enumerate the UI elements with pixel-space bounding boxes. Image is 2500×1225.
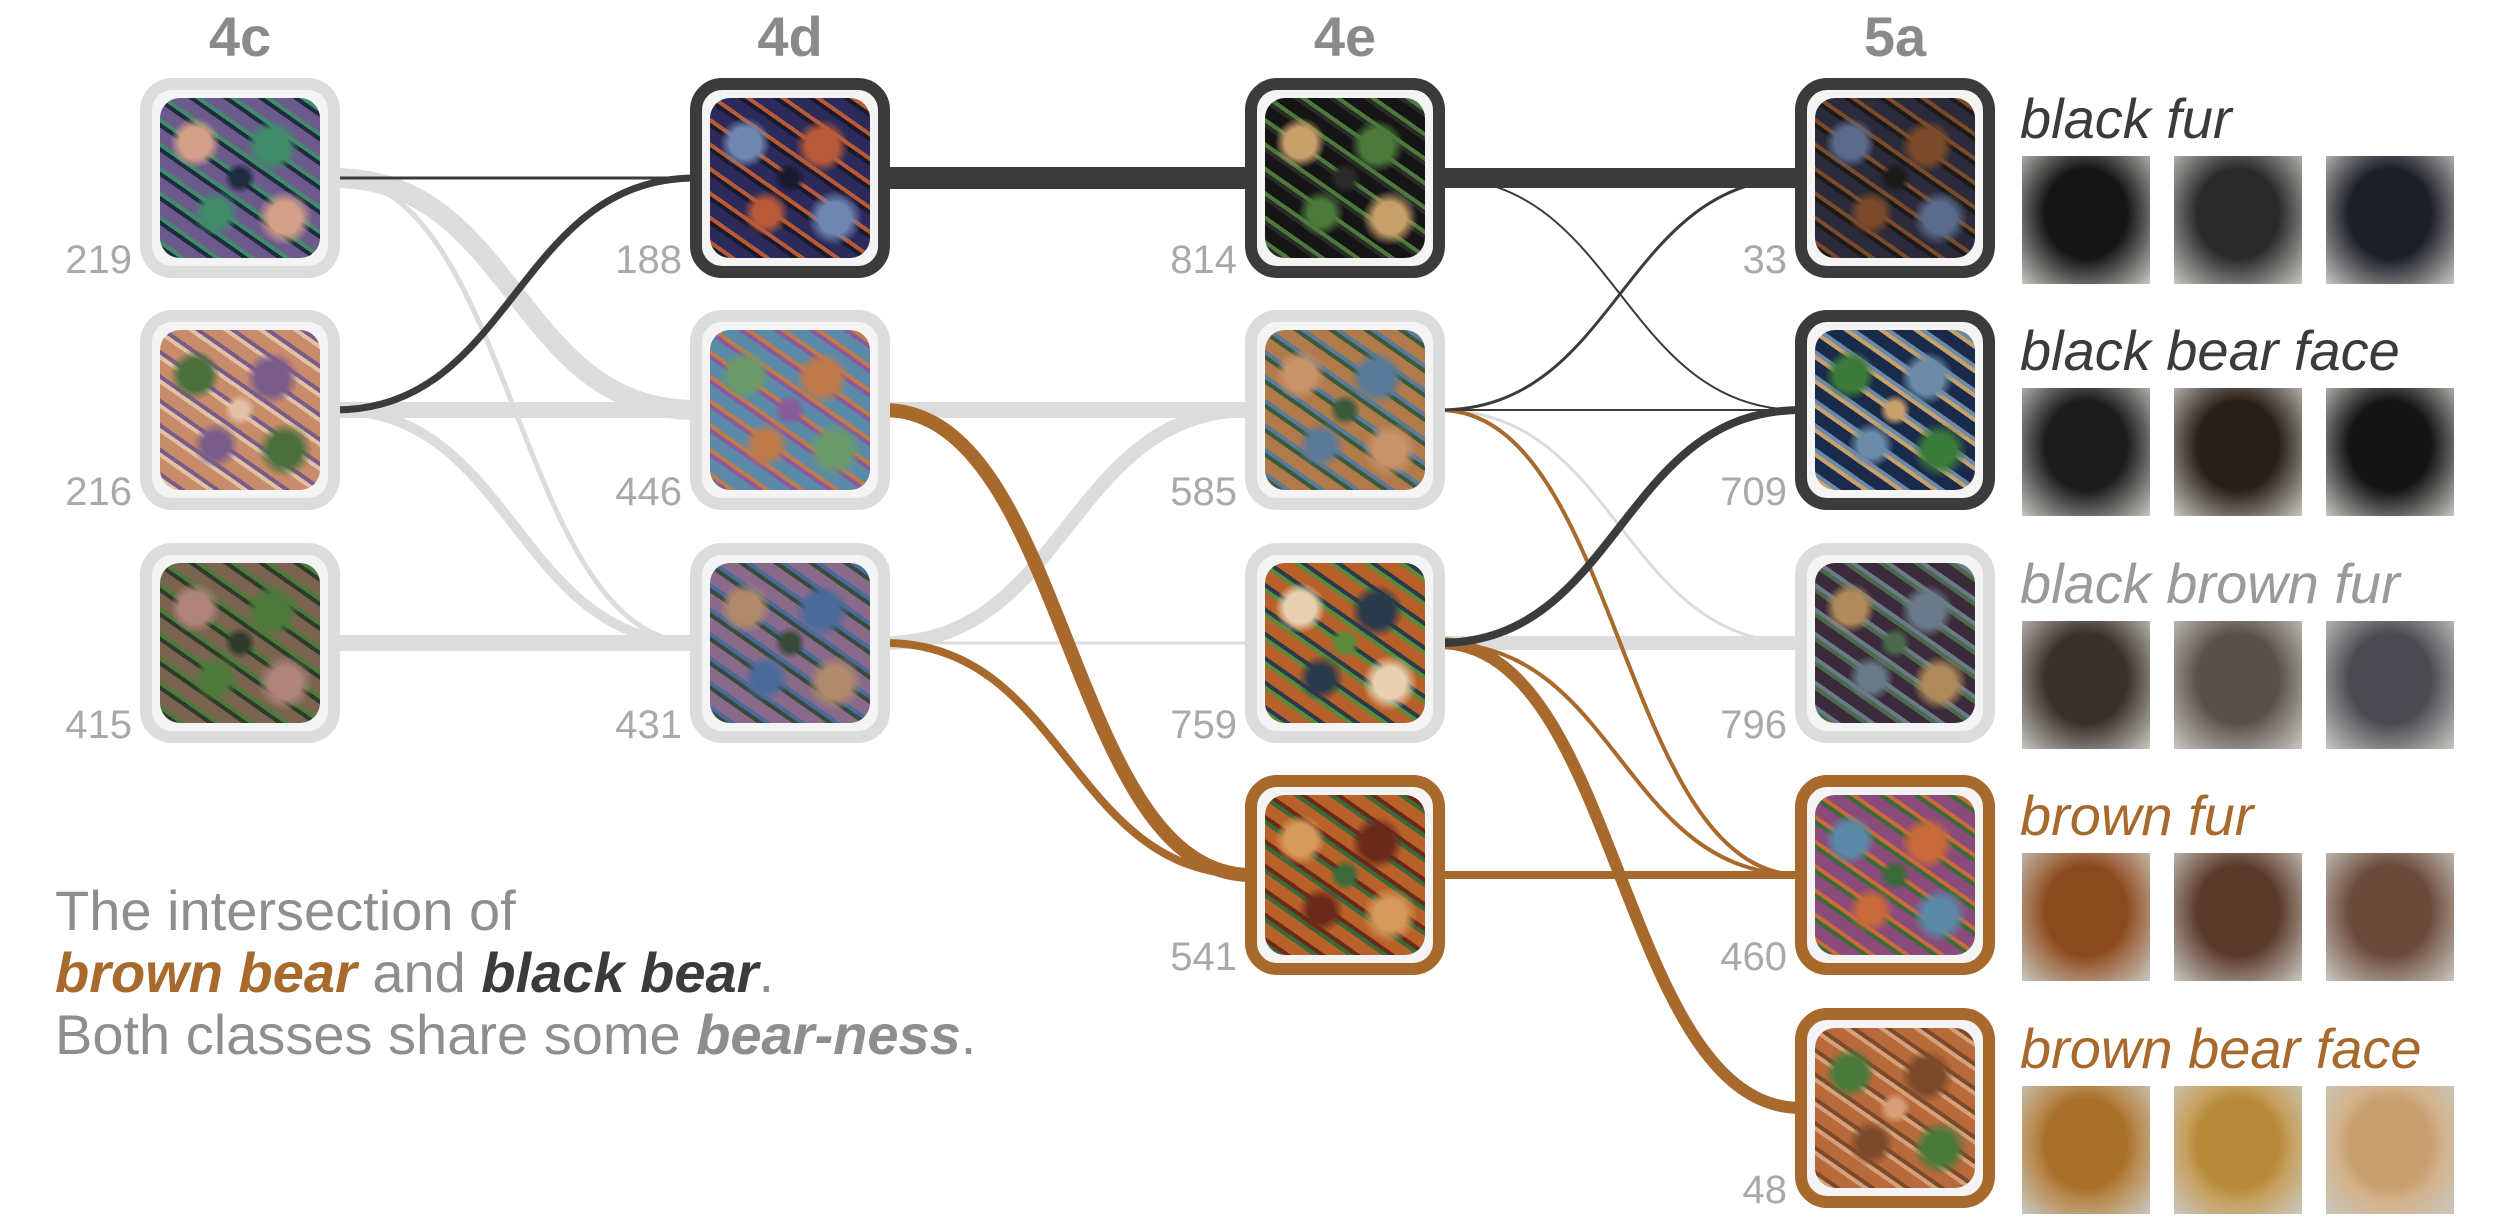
- neuron-node-219[interactable]: [140, 78, 340, 278]
- layer-title-5a: 5a: [1863, 5, 1927, 68]
- example-image-thumbnail[interactable]: [2022, 388, 2150, 516]
- example-image-thumbnail[interactable]: [2326, 156, 2454, 284]
- example-image-thumbnail[interactable]: [2174, 388, 2302, 516]
- feature-visualization: [710, 98, 870, 258]
- neuron-id-label: 709: [1720, 470, 1787, 514]
- caption-line-2: brown bear and black bear.: [55, 942, 976, 1004]
- concept-label-1: black bear face: [2020, 319, 2400, 382]
- neuron-node-585[interactable]: [1245, 310, 1445, 510]
- neuron-id-label: 446: [615, 470, 682, 514]
- caption-and: and: [356, 941, 482, 1004]
- caption-black-bear: black bear: [481, 941, 759, 1004]
- example-image-thumbnail[interactable]: [2022, 853, 2150, 981]
- feature-visualization: [710, 330, 870, 490]
- feature-visualization: [1265, 563, 1425, 723]
- caption-line-3: Both classes share some bear-ness.: [55, 1004, 976, 1066]
- example-image-thumbnail[interactable]: [2022, 156, 2150, 284]
- edge-e759-a460: [1438, 641, 1802, 877]
- edge-d431-e541: [883, 639, 1252, 879]
- neuron-id-label: 541: [1170, 935, 1237, 979]
- concept-label-3: brown fur: [2020, 784, 2254, 847]
- feature-visualization: [710, 563, 870, 723]
- neuron-id-label: 48: [1742, 1168, 1788, 1212]
- caption-period-2: .: [960, 1003, 977, 1066]
- neuron-node-814[interactable]: [1245, 78, 1445, 278]
- layer-title-4c: 4c: [208, 5, 272, 68]
- neuron-id-label: 33: [1742, 238, 1788, 282]
- example-image-thumbnail[interactable]: [2022, 1086, 2150, 1214]
- example-image-thumbnail[interactable]: [2174, 621, 2302, 749]
- example-image-thumbnail[interactable]: [2326, 1086, 2454, 1214]
- neuron-node-796[interactable]: [1795, 543, 1995, 743]
- layer-title-4d: 4d: [757, 5, 823, 68]
- edge-c216-d188: [333, 174, 697, 414]
- neuron-id-label: 796: [1720, 703, 1787, 747]
- feature-visualization: [160, 98, 320, 258]
- edge-e585-a460: [1438, 408, 1802, 877]
- concept-label-4: brown bear face: [2020, 1017, 2422, 1080]
- neuron-node-460[interactable]: [1795, 775, 1995, 975]
- example-image-thumbnail[interactable]: [2174, 1086, 2302, 1214]
- caption-share: Both classes share some: [55, 1003, 697, 1066]
- neuron-node-415[interactable]: [140, 543, 340, 743]
- neuron-node-188[interactable]: [690, 78, 890, 278]
- edge-e585-a33: [1438, 176, 1802, 412]
- neuron-node-759[interactable]: [1245, 543, 1445, 743]
- caption-brown-bear: brown bear: [55, 941, 357, 1004]
- edge-d446-e541: [883, 403, 1252, 882]
- example-image-thumbnail[interactable]: [2174, 853, 2302, 981]
- feature-visualization: [1265, 795, 1425, 955]
- edge-e759-a709: [1438, 406, 1802, 647]
- feature-visualization: [160, 563, 320, 723]
- feature-visualization: [1815, 98, 1975, 258]
- neuron-id-label: 216: [65, 470, 132, 514]
- caption-period: .: [758, 941, 774, 1004]
- neuron-id-label: 415: [65, 703, 132, 747]
- neuron-id-label: 460: [1720, 935, 1787, 979]
- neuron-node-216[interactable]: [140, 310, 340, 510]
- feature-visualization: [1265, 330, 1425, 490]
- feature-visualization: [160, 330, 320, 490]
- neuron-node-431[interactable]: [690, 543, 890, 743]
- caption-bear-ness: bear-ness: [696, 1003, 961, 1066]
- neuron-node-541[interactable]: [1245, 775, 1445, 975]
- edge-c216-d431: [333, 405, 697, 648]
- neuron-id-label: 814: [1170, 238, 1237, 282]
- example-image-thumbnail[interactable]: [2326, 621, 2454, 749]
- neuron-id-label: 219: [65, 238, 132, 282]
- example-image-thumbnail[interactable]: [2174, 156, 2302, 284]
- concept-label-2: black brown fur: [2020, 552, 2400, 615]
- neuron-id-label: 759: [1170, 703, 1237, 747]
- example-image-thumbnail[interactable]: [2022, 621, 2150, 749]
- layer-title-4e: 4e: [1313, 5, 1377, 68]
- caption-line-1: The intersection of: [55, 879, 516, 942]
- feature-visualization: [1815, 1028, 1975, 1188]
- neuron-node-446[interactable]: [690, 310, 890, 510]
- caption: The intersection of brown bear and black…: [55, 880, 976, 1066]
- neuron-node-48[interactable]: [1795, 1008, 1995, 1208]
- feature-visualization: [1815, 330, 1975, 490]
- neuron-id-label: 431: [615, 703, 682, 747]
- neuron-node-709[interactable]: [1795, 310, 1995, 510]
- example-image-thumbnail[interactable]: [2326, 388, 2454, 516]
- neuron-id-label: 188: [615, 238, 682, 282]
- feature-visualization: [1265, 98, 1425, 258]
- neuron-node-33[interactable]: [1795, 78, 1995, 278]
- neuron-id-label: 585: [1170, 470, 1237, 514]
- edge-d431-e585: [883, 403, 1252, 650]
- example-image-thumbnail[interactable]: [2326, 853, 2454, 981]
- feature-visualization: [1815, 795, 1975, 955]
- feature-visualization: [1815, 563, 1975, 723]
- concept-label-0: black fur: [2020, 87, 2232, 150]
